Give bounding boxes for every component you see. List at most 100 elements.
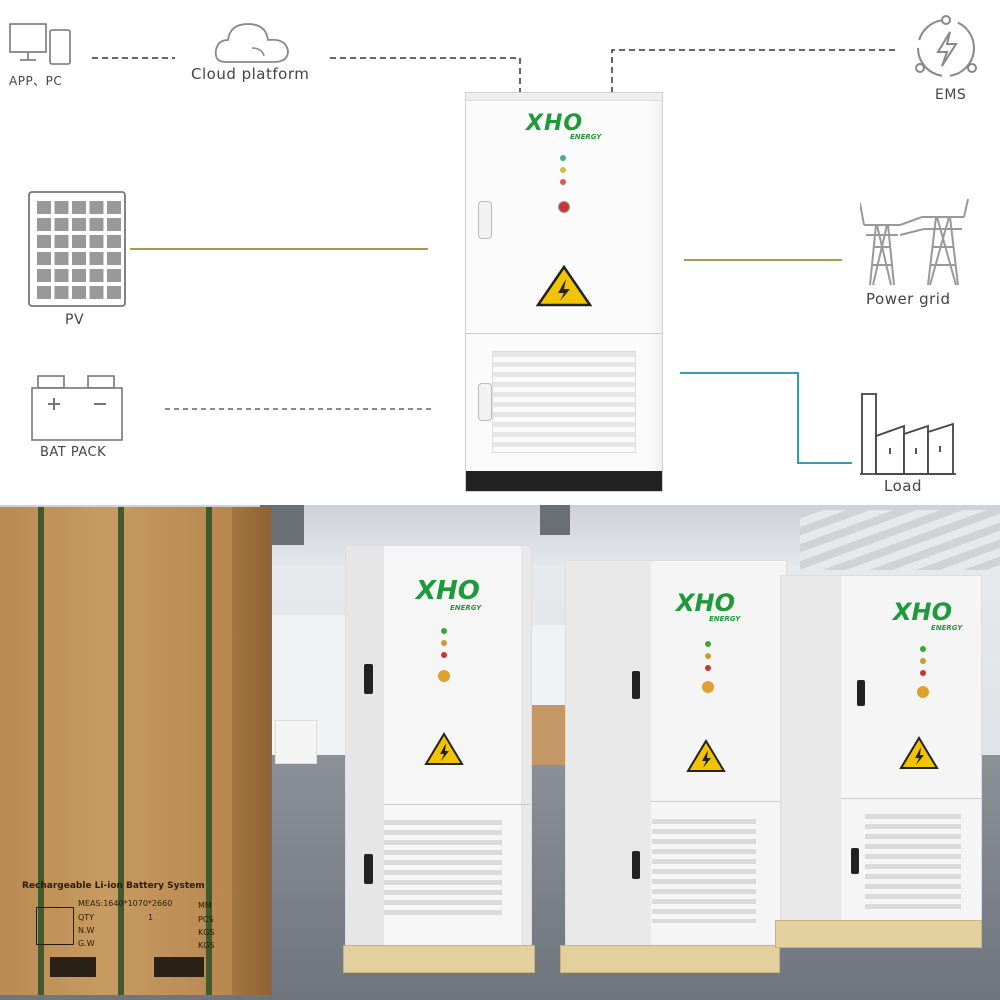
solar-cell (107, 201, 121, 214)
solar-cell (54, 286, 69, 299)
brand-sub: ENERGY (931, 624, 963, 632)
solar-cell (89, 252, 104, 265)
solar-cell (89, 269, 104, 282)
warehouse-photo: Rechargeable Li-ion Battery System MEAS:… (0, 505, 1000, 1000)
ventilation-grille (384, 820, 502, 920)
strap (206, 507, 212, 995)
door-handle (478, 201, 492, 239)
pv-label: PV (65, 312, 85, 328)
emergency-stop-button (702, 681, 714, 693)
brand-logo: XHO (416, 576, 480, 606)
solar-panel-icon (28, 191, 126, 307)
strap (38, 507, 44, 995)
solar-cell (72, 218, 86, 231)
factory-icon (860, 393, 956, 475)
cardboard-shipping-box: Rechargeable Li-ion Battery System MEAS:… (0, 507, 272, 995)
monitor-pc-icon (9, 23, 71, 65)
solar-cell (37, 218, 51, 231)
wooden-pallet (775, 920, 982, 948)
cabinet-base (466, 471, 662, 491)
solar-cell (107, 286, 121, 299)
handling-symbols (36, 907, 74, 945)
indicator-light-green (560, 155, 566, 161)
solar-cell (107, 235, 121, 248)
door-handle (364, 854, 373, 884)
solar-cell (54, 252, 69, 265)
high-voltage-warning-icon (686, 739, 726, 772)
box-nw-unit: KGS (198, 928, 215, 937)
distant-cabinet (275, 720, 317, 764)
ems-lightning-icon (915, 15, 977, 77)
solar-cell (89, 218, 104, 231)
high-voltage-warning-icon (899, 736, 939, 769)
emergency-stop-button (438, 670, 450, 682)
solar-cell (89, 286, 104, 299)
power-tower-icon (860, 198, 969, 286)
solar-cell (37, 286, 51, 299)
box-title: Rechargeable Li-ion Battery System (22, 881, 205, 891)
indicator-light-red (560, 179, 566, 185)
solar-cell (72, 235, 86, 248)
wooden-pallet (560, 945, 780, 973)
solar-cell (89, 235, 104, 248)
cloud-icon (214, 23, 289, 63)
wooden-pallet (343, 945, 535, 973)
window (540, 505, 570, 535)
box-meas-unit: MM (198, 901, 212, 910)
door-handle (632, 851, 640, 879)
ventilation-grille (492, 351, 636, 453)
high-voltage-warning-icon (536, 265, 592, 307)
battery-cabinet-2: XHO ENERGY (565, 560, 787, 947)
solar-cell (72, 286, 86, 299)
door-handle (857, 680, 865, 706)
app-pc-label: APP、PC (9, 74, 63, 88)
door-handle (364, 664, 373, 694)
bat-pack-label: BAT PACK (40, 445, 107, 460)
distant-boxes (530, 705, 570, 765)
brand-logo: XHO (676, 589, 735, 617)
solar-cell (37, 252, 51, 265)
battery-icon (31, 375, 123, 441)
box-nw-label: N.W (78, 926, 95, 935)
high-voltage-warning-icon (424, 732, 464, 765)
brand-sub: ENERGY (450, 604, 482, 612)
brand-sub: ENERGY (570, 133, 602, 141)
battery-cabinet-1: XHO ENERGY (345, 545, 532, 947)
solar-cell (37, 201, 51, 214)
door-handle (851, 848, 859, 874)
solar-cell (107, 269, 121, 282)
cloud-platform-label: Cloud platform (191, 65, 310, 83)
indicator-light-yellow (560, 167, 566, 173)
ventilation-grille (865, 814, 961, 912)
connection-lines (92, 49, 895, 464)
box-qty-label: QTY (78, 913, 95, 922)
box-qty-unit: PCS (198, 915, 214, 924)
solar-cell (37, 235, 51, 248)
solar-cell (107, 252, 121, 265)
solar-cell (37, 269, 51, 282)
solar-cell (72, 269, 86, 282)
battery-cabinet-3: XHO ENERGY (780, 575, 982, 922)
solar-cell (72, 252, 86, 265)
pallet-slot (50, 957, 96, 977)
solar-cell (107, 218, 121, 231)
power-grid-label: Power grid (866, 290, 951, 308)
brand-logo: XHO (526, 111, 584, 136)
box-meas: MEAS:1640*1070*2660 (78, 899, 173, 908)
cabinet-diagram: XHO ENERGY (465, 92, 663, 492)
pallet-slot (154, 957, 204, 977)
load-label: Load (884, 477, 922, 495)
brand-logo: XHO (893, 598, 952, 626)
emergency-stop-button (917, 686, 929, 698)
emergency-stop-button (558, 201, 570, 213)
box-qty-value: 1 (148, 913, 154, 922)
solar-cell (54, 235, 69, 248)
solar-cell (54, 269, 69, 282)
system-diagram: APP、PC Cloud platform EMS PV BAT PACK (9, 15, 977, 495)
strap (118, 507, 124, 995)
ems-label: EMS (935, 87, 967, 103)
solar-cell (54, 201, 69, 214)
box-gw-unit: KGS (198, 941, 215, 950)
box-gw-label: G.W (78, 939, 95, 948)
solar-cell (54, 218, 69, 231)
